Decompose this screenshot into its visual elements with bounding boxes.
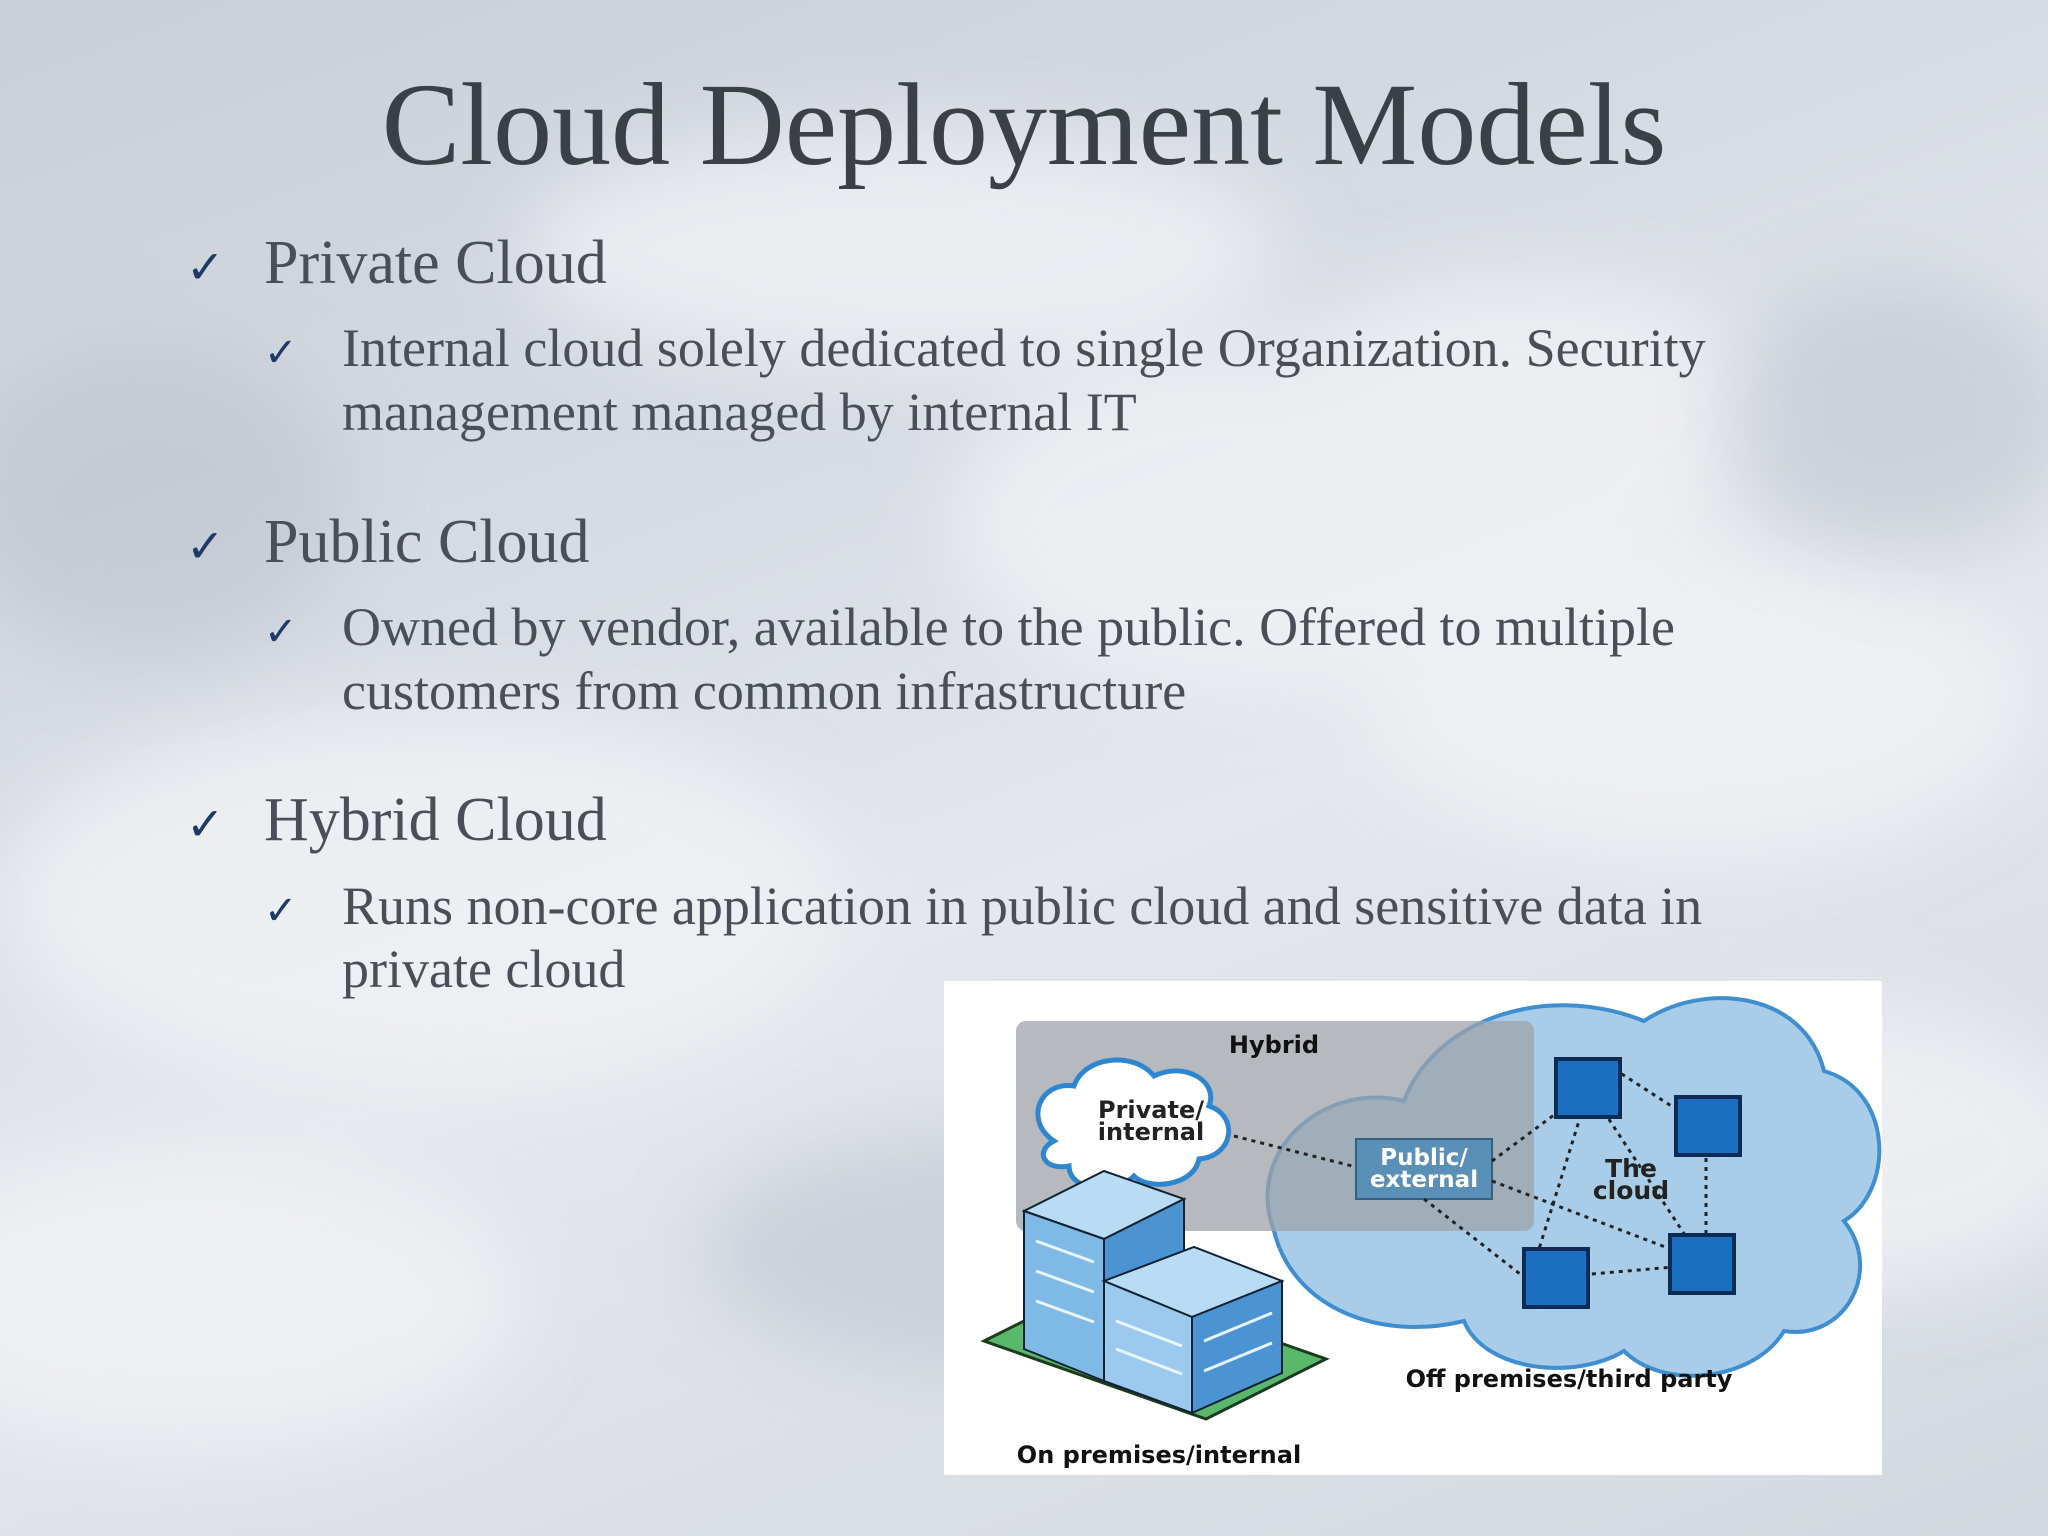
list-item: ✓ Public Cloud ✓ Owned by vendor, availa…: [186, 507, 1826, 724]
list-item: ✓ Hybrid Cloud ✓ Runs non-core applicati…: [186, 785, 1826, 1002]
private-cloud-label: internal: [1098, 1118, 1204, 1146]
bullet-list: ✓ Private Cloud ✓ Internal cloud solely …: [186, 228, 1826, 1064]
bullet-level-2: ✓ Owned by vendor, available to the publ…: [264, 596, 1826, 723]
checkmark-icon: ✓: [186, 797, 225, 852]
cloud-node: [1674, 1095, 1742, 1157]
bullet-heading: Public Cloud: [264, 507, 590, 576]
checkmark-icon: ✓: [264, 330, 298, 377]
private-cloud-shape: [1035, 1057, 1232, 1191]
private-cloud-label: Private/: [1098, 1096, 1204, 1124]
bullet-detail: Internal cloud solely dedicated to singl…: [342, 318, 1706, 443]
bullet-level-2: ✓ Runs non-core application in public cl…: [264, 875, 1826, 1002]
bullet-detail: Runs non-core application in public clou…: [342, 875, 1703, 1000]
on-premises-label: On premises/internal: [1017, 1441, 1301, 1469]
public-external-box: [1355, 1138, 1493, 1200]
bullet-level-1: ✓ Hybrid Cloud: [186, 785, 1826, 856]
bullet-level-1: ✓ Private Cloud: [186, 228, 1826, 299]
bullet-level-1: ✓ Public Cloud: [186, 507, 1826, 578]
bullet-detail: Owned by vendor, available to the public…: [342, 597, 1675, 721]
public-external-label: Public/: [1380, 1145, 1468, 1171]
off-premises-label: Off premises/third party: [1406, 1365, 1733, 1393]
hybrid-cloud-diagram: Hybrid Private/ internal Public/ externa…: [944, 981, 1882, 1475]
building-icon: [980, 1169, 1330, 1421]
public-external-label: external: [1370, 1167, 1478, 1193]
checkmark-icon: ✓: [186, 518, 225, 573]
bullet-level-2: ✓ Internal cloud solely dedicated to sin…: [264, 317, 1826, 444]
list-item: ✓ Private Cloud ✓ Internal cloud solely …: [186, 228, 1826, 445]
checkmark-icon: ✓: [186, 240, 225, 294]
the-cloud-label: The: [1605, 1154, 1657, 1183]
bullet-heading: Hybrid Cloud: [264, 786, 607, 855]
bullet-heading: Private Cloud: [264, 229, 607, 297]
cloud-node: [1522, 1247, 1590, 1309]
hybrid-label: Hybrid: [1229, 1031, 1319, 1059]
cloud-node: [1668, 1233, 1736, 1295]
checkmark-icon: ✓: [264, 887, 298, 934]
checkmark-icon: ✓: [264, 609, 298, 656]
slide-title: Cloud Deployment Models: [381, 59, 1667, 190]
the-cloud-label: cloud: [1593, 1176, 1669, 1205]
cloud-node: [1554, 1057, 1622, 1119]
